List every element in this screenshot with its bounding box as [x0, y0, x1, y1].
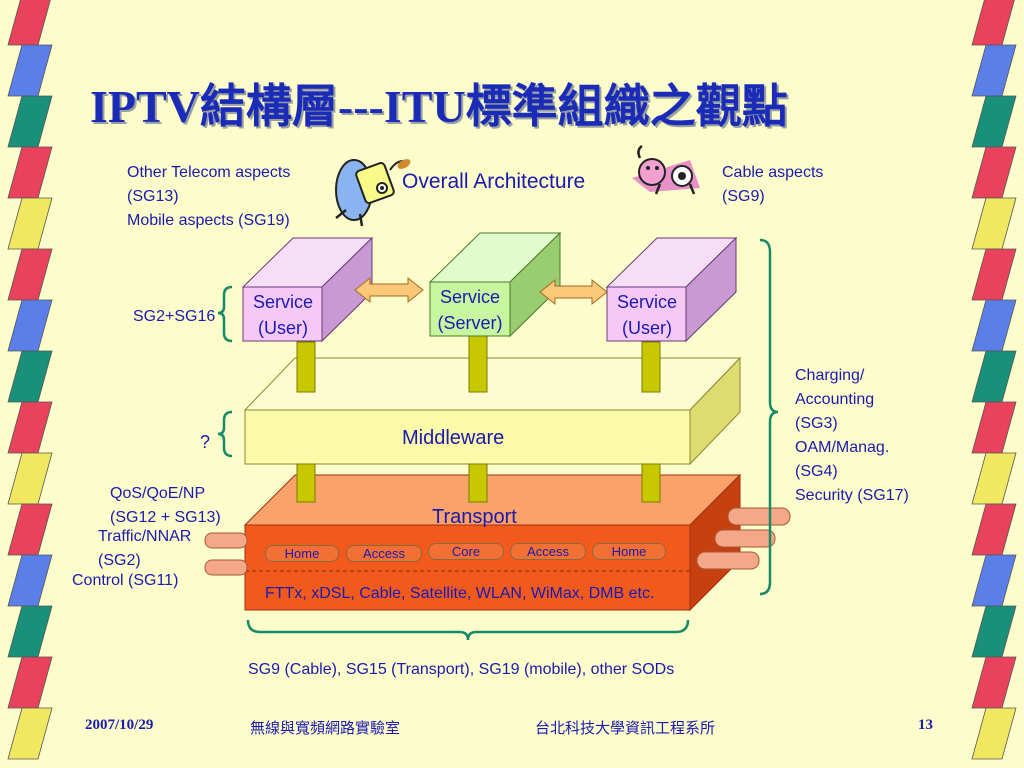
cable-aspects-label: Cable aspects (SG9): [722, 164, 824, 205]
connector-pipes: [296, 335, 661, 503]
brace-service: [217, 285, 233, 343]
sg-service-label: SG2+SG16: [133, 308, 216, 325]
braces: [217, 238, 779, 641]
middleware-label: Middleware: [402, 427, 505, 449]
right-management-labels: Charging/ Accounting (SG3) OAM/Manag. (S…: [795, 367, 909, 504]
service-server-label: Service (Server): [437, 287, 503, 333]
service-user-right-label: Service (User): [616, 292, 678, 338]
stripe-tile: [971, 707, 1017, 760]
traffic-label: Traffic/NNAR (SG2): [98, 528, 192, 569]
segment-core: Core: [428, 543, 504, 560]
brace-middleware: [217, 410, 233, 458]
service-box-server: [428, 231, 562, 338]
bottom-sgs-label: SG9 (Cable), SG15 (Transport), SG19 (mob…: [248, 661, 675, 678]
page-title: IPTV結構層---ITU標準組織之觀點: [90, 81, 788, 132]
stripe-tile: [7, 707, 53, 760]
access-tech-label: FTTx, xDSL, Cable, Satellite, WLAN, WiMa…: [265, 585, 655, 602]
footer-dept: 台北科技大學資訊工程系所: [535, 719, 716, 737]
footer-lab: 無線與寬頻網路實驗室: [250, 719, 401, 737]
segment-home-right: Home: [592, 543, 666, 560]
double-arrow-right: [539, 278, 608, 306]
cartoon-character-right-icon: [632, 144, 700, 195]
service-box-user-right: [605, 236, 738, 343]
transport-label: Transport: [432, 506, 517, 528]
qos-label: QoS/QoE/NP (SG12 + SG13): [110, 485, 221, 526]
service-user-left-label: Service (User): [252, 292, 314, 338]
middleware-slab: [243, 356, 742, 466]
segment-access-right: Access: [510, 543, 586, 560]
cartoon-character-left-icon: [335, 159, 411, 227]
segment-home-left: Home: [265, 545, 339, 562]
other-telecom-label: Other Telecom aspects (SG13) Mobile aspe…: [127, 164, 291, 229]
footer-page-number: 13: [918, 717, 933, 733]
brace-bottom: [246, 619, 690, 641]
footer-date: 2007/10/29: [85, 717, 154, 733]
left-decorative-stripes: [7, 0, 53, 760]
brace-right: [759, 238, 779, 596]
control-label: Control (SG11): [72, 572, 179, 589]
question-mark-label: ?: [200, 432, 211, 452]
transport-side-pipes: [204, 507, 791, 576]
right-decorative-stripes: [971, 0, 1017, 760]
double-arrow-left: [354, 276, 424, 304]
segment-access-left: Access: [346, 545, 422, 562]
heading-overall-architecture: Overall Architecture: [402, 170, 586, 193]
transport-block: [243, 473, 742, 612]
service-box-user-left: [241, 236, 374, 343]
